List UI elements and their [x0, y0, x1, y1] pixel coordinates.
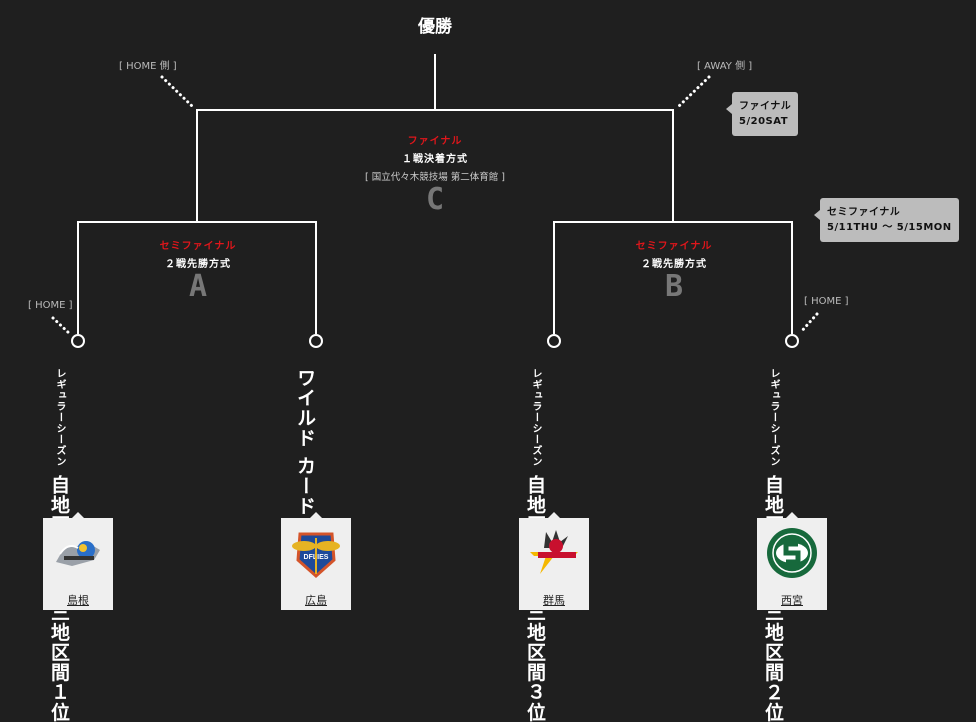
final-tooltip-title: ファイナル: [739, 101, 792, 112]
semifinal-b-title: セミファイナル: [635, 241, 713, 252]
seed-4-line2: 三地区間２位: [762, 602, 784, 722]
team-card-gunma[interactable]: 群馬: [519, 512, 589, 610]
team-card-nishinomiya[interactable]: 西宮: [757, 512, 827, 610]
semifinal-tooltip-date: 5/11THU 〜 5/15MON: [827, 222, 952, 233]
seed-node-4: [785, 334, 799, 348]
team-name-hiroshima[interactable]: 広島: [305, 594, 327, 607]
semifinal-tooltip-title: セミファイナル: [827, 207, 901, 218]
semifinal-a-letter: A: [188, 269, 208, 304]
nishinomiya-logo-icon: [767, 528, 817, 578]
team-name-shimane[interactable]: 島根: [67, 594, 89, 607]
semifinal-a-bracket: [77, 221, 317, 334]
semifinal-b-letter: B: [664, 269, 684, 304]
home-a-pointer: [51, 316, 73, 337]
semifinal-a-info: セミファイナル ２戦先勝方式 A: [138, 237, 258, 303]
seed-2-line2: カード: [294, 455, 316, 516]
semifinal-a-format: ２戦先勝方式: [165, 259, 231, 270]
final-bracket: [196, 109, 674, 221]
away-side-label: [ AWAY 側 ]: [697, 61, 753, 72]
champion-title: 優勝: [418, 17, 452, 37]
semifinal-b-bracket: [553, 221, 793, 334]
away-side-pointer: [677, 75, 711, 108]
semifinal-b-info: セミファイナル ２戦先勝方式 B: [614, 237, 734, 303]
semifinal-b-format: ２戦先勝方式: [641, 259, 707, 270]
seed-node-1: [71, 334, 85, 348]
team-name-gunma[interactable]: 群馬: [543, 594, 565, 607]
seed-2-line1: ワイルド: [294, 368, 316, 448]
shimane-logo-icon: [56, 541, 100, 566]
final-letter: C: [425, 182, 445, 217]
final-tooltip-date: 5/20SAT: [739, 116, 789, 127]
final-date-tooltip: ファイナル 5/20SAT: [725, 92, 799, 136]
final-venue: [ 国立代々木競技場 第二体育館 ]: [365, 172, 505, 183]
seed-node-3: [547, 334, 561, 348]
home-b-pointer: [798, 312, 819, 335]
hiroshima-logo-icon: DFLIES: [292, 532, 340, 579]
team-name-nishinomiya[interactable]: 西宮: [781, 594, 803, 607]
team-card-shimane[interactable]: 島根: [43, 512, 113, 610]
final-info: ファイナル １戦決着方式 [ 国立代々木競技場 第二体育館 ] C: [335, 132, 535, 216]
home-side-pointer: [160, 75, 194, 108]
gunma-logo-icon: [530, 530, 578, 574]
home-side-label: [ HOME 側 ]: [119, 61, 177, 72]
seed-3-line2: 三地区間３位: [524, 602, 546, 722]
seed-3-small: レギュラーシーズン: [530, 368, 541, 467]
home-a-label: [ HOME ]: [28, 300, 73, 311]
seed-1-small: レギュラーシーズン: [54, 368, 65, 467]
seed-node-2: [309, 334, 323, 348]
home-b-label: [ HOME ]: [804, 296, 849, 307]
final-title: ファイナル: [407, 136, 463, 147]
final-format: １戦決着方式: [402, 154, 468, 165]
team-card-hiroshima[interactable]: DFLIES 広島: [281, 512, 351, 610]
seed-2-label: ワイルド カード: [294, 368, 316, 516]
semifinal-date-tooltip: セミファイナル 5/11THU 〜 5/15MON: [814, 198, 959, 242]
bracket-lines: [51, 54, 819, 348]
semifinal-a-title: セミファイナル: [159, 241, 237, 252]
seed-1-line2: 三地区間１位: [48, 602, 70, 722]
seed-4-small: レギュラーシーズン: [768, 368, 779, 467]
